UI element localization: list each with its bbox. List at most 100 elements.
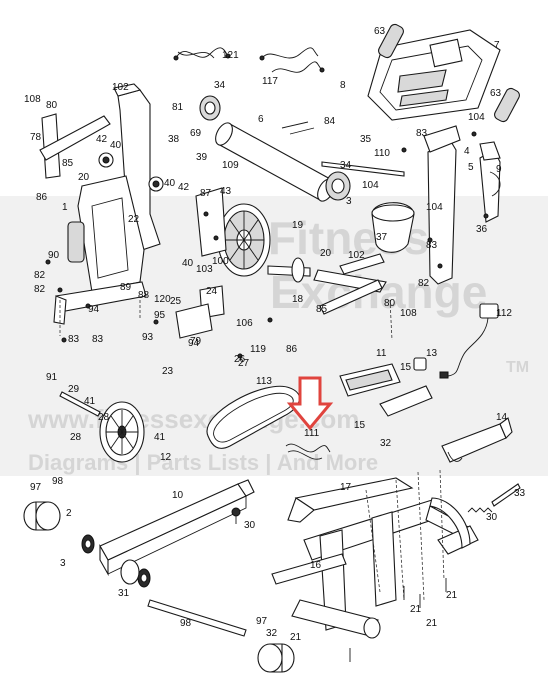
callout-label: 102 [348, 250, 365, 261]
handgrip-right [494, 87, 520, 123]
callout-label: 23 [162, 366, 174, 377]
callout-label: 24 [206, 286, 218, 297]
roller-34-upper [199, 95, 221, 121]
bearing-40-42-left [98, 152, 114, 168]
callout-label: 18 [292, 294, 304, 305]
brake-bracket-24 [175, 285, 225, 339]
callout-label: 63 [374, 26, 386, 37]
handgrip-left [378, 23, 404, 59]
callout-label: 32 [266, 628, 278, 639]
callout-label: 42 [96, 134, 108, 145]
callout-label: 40 [164, 178, 176, 189]
callout-label: 20 [320, 248, 332, 259]
callout-label: 83 [426, 240, 438, 251]
callout-label: 111 [304, 428, 320, 439]
callout-label: 5 [468, 162, 474, 173]
bolts-84 [281, 121, 315, 135]
wire-harness-117 [259, 47, 325, 73]
callout-label: 12 [160, 452, 172, 463]
callout-label: 110 [374, 148, 390, 159]
callout-label: 25 [170, 296, 182, 307]
callout-label: 21 [410, 604, 422, 615]
callout-label: 102 [112, 82, 129, 93]
callout-label: 79 [190, 336, 202, 347]
callout-label: 33 [514, 488, 526, 499]
console [367, 29, 501, 121]
crank-arm-right [313, 253, 387, 315]
callout-label: 81 [172, 102, 184, 113]
callout-label: 28 [98, 412, 110, 423]
callout-label: 91 [46, 372, 58, 383]
callout-label: 8 [340, 80, 346, 91]
callout-label: 39 [196, 152, 208, 163]
roller-32-left [23, 501, 61, 531]
handlebar [343, 89, 400, 131]
roller-32-right [257, 643, 295, 673]
callout-label: 117 [262, 76, 278, 87]
callout-label: 21 [290, 632, 302, 643]
callout-label: 17 [340, 482, 352, 493]
callout-label: 106 [236, 318, 253, 329]
callout-label: 82 [34, 284, 46, 295]
callout-label: 27 [238, 358, 250, 369]
bearing-30-right [137, 568, 151, 588]
callout-label: 103 [196, 264, 213, 275]
callout-label: 100 [212, 256, 229, 267]
callout-label: 3 [60, 558, 66, 569]
pedal-arm-85 [39, 113, 111, 179]
callout-label: 86 [286, 344, 298, 355]
callout-label: 120 [154, 294, 171, 305]
callout-label: 88 [138, 290, 150, 301]
callout-label: 31 [118, 588, 130, 599]
callout-label: 4 [464, 146, 470, 157]
crank-axle [267, 257, 311, 283]
callout-label: 1 [62, 202, 68, 213]
callout-label: 82 [418, 278, 430, 289]
callout-label: 43 [220, 186, 232, 197]
callout-label: 108 [400, 308, 417, 319]
callout-label: 113 [256, 376, 272, 387]
watermark-tm: TM [506, 359, 529, 376]
callout-label: 121 [222, 50, 239, 61]
callout-label: 94 [88, 304, 100, 315]
callout-label: 94 [188, 338, 200, 349]
callout-label: 119 [250, 344, 266, 355]
bracket-plate [195, 187, 227, 257]
callout-label: 82 [34, 270, 46, 281]
callout-label: 32 [380, 438, 392, 449]
callout-label: 14 [496, 412, 508, 423]
callout-label: 80 [384, 298, 396, 309]
base-frame [271, 477, 479, 639]
callout-label: 9 [496, 164, 502, 175]
callout-label: 30 [486, 512, 498, 523]
callout-label: 41 [84, 396, 96, 407]
callout-label: 86 [36, 192, 48, 203]
callout-label: 34 [214, 80, 226, 91]
callout-label: 34 [340, 160, 352, 171]
callout-label: 26 [234, 354, 246, 365]
callout-label: 11 [376, 348, 387, 359]
callout-label: 38 [168, 134, 180, 145]
wire-harness-121 [173, 47, 231, 61]
callout-label: 89 [120, 282, 132, 293]
callout-label: 20 [78, 172, 90, 183]
callout-label: 30 [244, 520, 256, 531]
flywheel [217, 203, 271, 277]
watermark-tagline: Diagrams | Parts Lists | And More [28, 450, 378, 475]
roller-34-mid [325, 171, 351, 201]
callout-label: 104 [362, 180, 379, 191]
callout-label: 36 [476, 224, 488, 235]
wheel-28 [99, 401, 145, 463]
spring-16 [467, 507, 493, 513]
bolt-33 [231, 507, 241, 524]
callout-label: 104 [468, 112, 485, 123]
callout-label: 7 [494, 40, 500, 51]
track-rail-2 [99, 479, 255, 577]
callout-label: 13 [426, 348, 438, 359]
callout-label: 69 [190, 128, 202, 139]
callout-label: 90 [48, 250, 60, 261]
axle-rod [321, 161, 405, 177]
callout-label: 112 [496, 308, 512, 319]
